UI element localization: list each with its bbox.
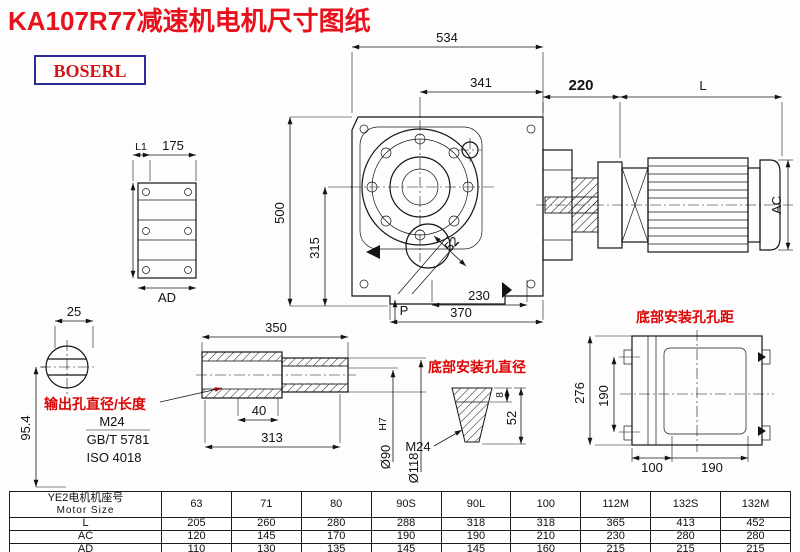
dim-220: 220: [568, 77, 593, 94]
cell-ad-2: 135: [300, 543, 372, 552]
dims-motor-side: 220 L AC: [542, 77, 793, 251]
label-bottom-hole-dia: 底部安装孔直径: [428, 359, 526, 375]
cell-ad-4: 145: [440, 543, 512, 552]
view-sleeve-section: [196, 351, 356, 399]
dim-8: 8: [494, 392, 506, 398]
dim-p: P: [400, 303, 409, 318]
cell-ac-1: 145: [230, 530, 302, 544]
dim-190-v: 190: [596, 385, 611, 407]
dims-aux-side: L1 175 AD: [132, 138, 197, 305]
cell-ac-6: 230: [580, 530, 652, 544]
brand-logo-text: BOSERL: [53, 61, 126, 81]
row-label-ad: AD: [9, 543, 162, 552]
cell-l-2: 280: [300, 517, 372, 531]
cell-ad-6: 215: [580, 543, 652, 552]
dim-o90: Ø90: [378, 445, 393, 470]
dim-276: 276: [572, 382, 587, 404]
col-90s: 90S: [370, 491, 442, 518]
col-80: 80: [300, 491, 372, 518]
cell-ac-0: 120: [161, 530, 232, 544]
motor-size-table: YE2电机机座号 Motor Size 63 71 80 90S 90L 100…: [9, 491, 791, 552]
view-motor-side: [536, 149, 793, 261]
dim-25: 25: [67, 304, 81, 319]
cell-l-6: 365: [580, 517, 652, 531]
technical-drawing: KA107R77减速机电机尺寸图纸 BOSERL: [8, 6, 793, 488]
cell-l-4: 318: [440, 517, 512, 531]
brand-logo: BOSERL: [34, 55, 146, 85]
cell-ad-5: 160: [510, 543, 582, 552]
table-row-ad: AD 110 130 135 145 145 160 215 215 215: [9, 543, 791, 552]
dims-sleeve-section: 350 40 313 Ø90 H7 Ø118: [201, 320, 426, 484]
col-132m: 132M: [720, 491, 791, 518]
dim-190-h: 190: [701, 460, 723, 475]
dim-500: 500: [272, 202, 287, 224]
dim-ad: AD: [158, 290, 176, 305]
cell-l-5: 318: [510, 517, 582, 531]
view-bolt-detail: 底部安装孔直径 M24 8 52: [405, 359, 526, 454]
dim-315: 315: [307, 237, 322, 259]
dim-534: 534: [436, 30, 458, 45]
col-90l: 90L: [440, 491, 512, 518]
table-row-l: L 205 260 280 288 318 318 365 413 452: [9, 517, 791, 531]
dim-230: 230: [468, 288, 490, 303]
cell-l-3: 288: [370, 517, 442, 531]
cell-ac-8: 280: [720, 530, 791, 544]
table-header-cn: YE2电机机座号: [47, 492, 124, 505]
cell-ad-3: 145: [370, 543, 442, 552]
col-71: 71: [230, 491, 302, 518]
cell-ad-8: 215: [720, 543, 791, 552]
dim-52-slant: 52: [441, 233, 462, 254]
col-132s: 132S: [650, 491, 721, 518]
row-label-l: L: [9, 517, 162, 531]
dims-shaft-end: 25 95.4 输出孔直径/长度 M24 GB/T 5781 ISO 4018: [18, 304, 223, 488]
callout-iso: ISO 4018: [87, 450, 142, 465]
cell-ac-2: 170: [300, 530, 372, 544]
callout-bolt-m24: M24: [405, 439, 430, 454]
page-title: KA107R77减速机电机尺寸图纸: [8, 6, 371, 36]
cell-ad-7: 215: [650, 543, 721, 552]
dim-40: 40: [252, 403, 266, 418]
dim-100: 100: [641, 460, 663, 475]
dim-175: 175: [162, 138, 184, 153]
label-bottom-hole-pitch: 底部安装孔孔距: [636, 309, 734, 325]
table-header-motor-size: YE2电机机座号 Motor Size: [9, 491, 162, 518]
col-112m: 112M: [580, 491, 652, 518]
dim-l1: L1: [135, 141, 147, 153]
dim-52-bolt: 52: [504, 411, 519, 425]
col-100: 100: [510, 491, 582, 518]
label-output-bore: 输出孔直径/长度: [44, 396, 147, 412]
dim-95-4: 95.4: [18, 415, 33, 440]
view-shaft-end: [40, 340, 94, 394]
view-aux-side: [130, 182, 197, 279]
view-bottom-mount: 底部安装孔孔距: [620, 309, 774, 452]
dim-o118: Ø118: [406, 453, 421, 484]
table-row-ac: AC 120 145 170 190 190 210 230 280 280: [9, 530, 791, 544]
dim-l: L: [699, 78, 706, 93]
cell-ac-3: 190: [370, 530, 442, 544]
dim-350: 350: [265, 320, 287, 335]
cell-l-7: 413: [650, 517, 721, 531]
cell-ac-4: 190: [440, 530, 512, 544]
dim-ac: AC: [769, 196, 784, 214]
dim-341: 341: [470, 75, 492, 90]
cell-ac-7: 280: [650, 530, 721, 544]
cell-ad-0: 110: [161, 543, 232, 552]
view-main-front: [350, 116, 544, 305]
row-label-ac: AC: [9, 530, 162, 544]
cell-l-8: 452: [720, 517, 791, 531]
dims-bottom-mount: 276 190 100 190: [572, 335, 749, 475]
cell-l-1: 260: [230, 517, 302, 531]
dim-o90-tol: H7: [377, 417, 389, 431]
callout-m24: M24: [99, 414, 124, 429]
dim-370: 370: [450, 305, 472, 320]
cell-ac-5: 210: [510, 530, 582, 544]
callout-gbt: GB/T 5781: [87, 432, 150, 447]
cell-ad-1: 130: [230, 543, 302, 552]
dims-main-front: 534 341 500 315 52 230 370 P: [272, 30, 544, 325]
dim-313: 313: [261, 430, 283, 445]
col-63: 63: [161, 491, 232, 518]
table-header-en: Motor Size: [56, 505, 115, 517]
cell-l-0: 205: [161, 517, 232, 531]
table-header-row: YE2电机机座号 Motor Size 63 71 80 90S 90L 100…: [9, 491, 791, 518]
